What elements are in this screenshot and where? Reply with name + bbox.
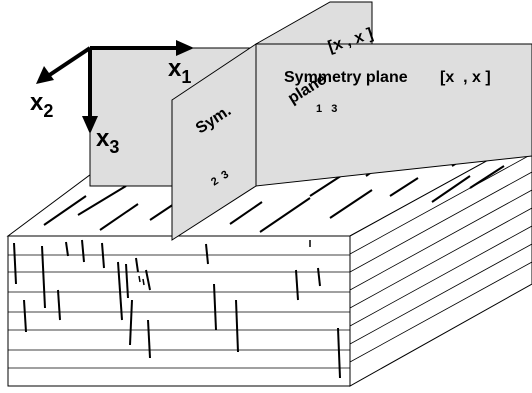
block-right-face bbox=[349, 135, 532, 387]
x3-label: x3 bbox=[96, 125, 119, 157]
front-cracks bbox=[13, 239, 341, 379]
x2-arrowhead bbox=[36, 66, 54, 84]
symmetry-plane-label: Symmetry plane bbox=[284, 69, 408, 86]
symmetry-plane-indices: 1 3 bbox=[316, 103, 337, 115]
x1-arrowhead bbox=[176, 40, 194, 56]
front-grain-lines bbox=[8, 254, 350, 369]
block-front-face bbox=[7, 235, 351, 387]
x1-label: x1 bbox=[168, 55, 191, 87]
sym-plane bbox=[171, 43, 257, 241]
symmetry-plane-bracket: [x , x ] bbox=[440, 69, 491, 86]
x2-label: x2 bbox=[30, 89, 53, 121]
coordinate-axes bbox=[36, 40, 194, 134]
x2-axis-arrow bbox=[46, 46, 92, 78]
side-grain-lines bbox=[349, 153, 532, 363]
small-marks bbox=[138, 240, 311, 286]
x3-arrowhead bbox=[82, 116, 98, 134]
